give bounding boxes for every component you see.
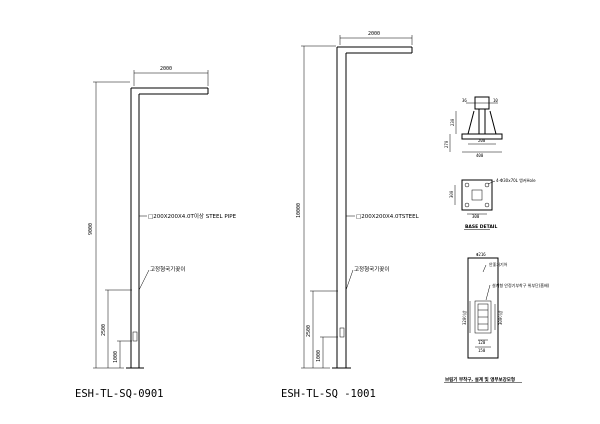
base-plan-dim-vertical: 300 bbox=[449, 190, 454, 198]
foundation-dim-120: 120 bbox=[478, 340, 486, 345]
foundation-note-2: 설계형 안정기부착구 위부단(흡배) bbox=[492, 282, 550, 288]
foundation-dim-150: 150 bbox=[478, 348, 486, 353]
pole-2-dim-2500: 2500 bbox=[306, 325, 312, 337]
foundation-dim-320: 320이상 bbox=[461, 310, 467, 325]
pole-1-arm-length: 2000 bbox=[160, 66, 172, 72]
base-side-view: 36 10 200 400 230 270 bbox=[444, 96, 503, 158]
foundation-dim-300: 300이상 bbox=[497, 310, 503, 325]
pole-2-drawing: 2000 10000 2500 1000 □200X200X4.0TSTEEL … bbox=[281, 31, 420, 400]
base-side-dim-10: 10 bbox=[493, 98, 498, 103]
foundation-dim-216: Φ216 bbox=[476, 252, 486, 257]
base-side-dim-270: 270 bbox=[444, 140, 449, 148]
base-plan-hole-note: 4-Φ30x70L 앵커Hole bbox=[496, 177, 536, 183]
base-side-dim-200: 200 bbox=[478, 138, 486, 143]
base-side-dim-36: 36 bbox=[462, 98, 467, 103]
pole-1-model-name: ESH-TL-SQ-0901 bbox=[75, 388, 164, 400]
pole-2-arm-length: 2000 bbox=[368, 31, 380, 37]
foundation-title: 브림기 부착구, 설계 및 앵부보강모형 bbox=[445, 376, 515, 383]
pole-1-pipe-spec: □200X200X4.0T이상 STEEL PIPE bbox=[148, 212, 237, 220]
pole-2-model-name: ESH-TL-SQ -1001 bbox=[281, 388, 376, 400]
base-detail-title: BASE DETAIL bbox=[465, 224, 497, 230]
foundation-note-1: 안좋거기어 bbox=[489, 261, 508, 267]
foundation-section: Φ216 안좋거기어 설계형 안정기부착구 위부단(흡배) 320이상 300이… bbox=[444, 252, 550, 383]
pole-2-dim-1000: 1000 bbox=[316, 350, 322, 362]
base-plan-dim-horizontal: 300 bbox=[472, 214, 480, 219]
base-side-dim-400: 400 bbox=[476, 153, 484, 158]
base-side-dim-230: 230 bbox=[450, 118, 455, 126]
pole-2-height: 10000 bbox=[296, 203, 302, 218]
pole-2-bracket-label: 고정형국기꽂이 bbox=[354, 265, 389, 273]
pole-2-pipe-spec: □200X200X4.0TSTEEL bbox=[356, 214, 420, 220]
pole-1-dim-2500: 2500 bbox=[101, 324, 107, 336]
pole-1-height: 9000 bbox=[88, 223, 94, 235]
pole-1-dim-1000: 1000 bbox=[113, 351, 119, 363]
pole-1-drawing: 2000 9000 2500 1000 □200X200X4.0T이상 STEE… bbox=[75, 66, 237, 400]
base-plan-view: 4-Φ30x70L 앵커Hole 300 300 BASE DETAIL bbox=[449, 177, 536, 230]
pole-1-bracket-label: 고정형국기꽂이 bbox=[150, 265, 185, 273]
